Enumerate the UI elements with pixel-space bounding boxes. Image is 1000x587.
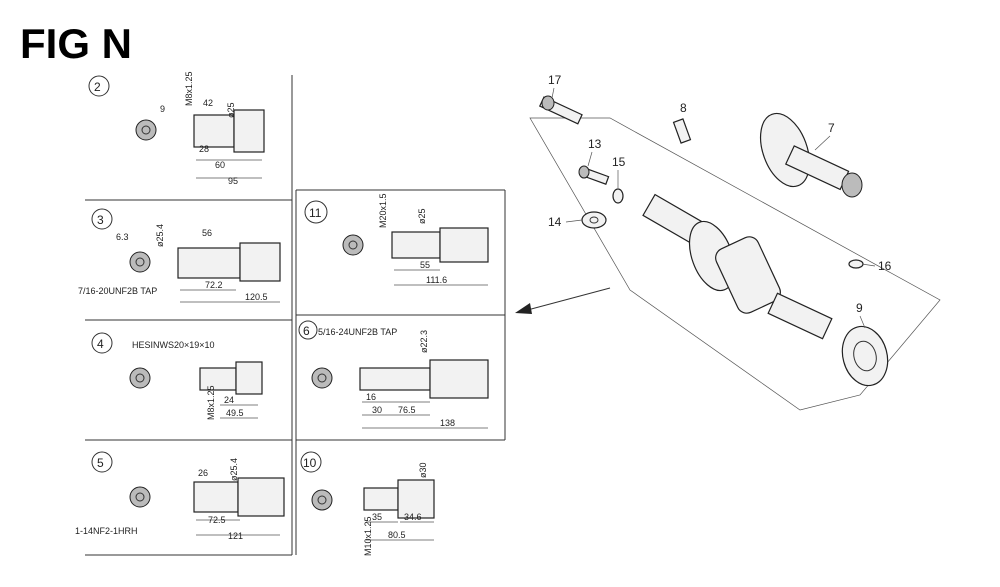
- panel-11-dim-dia: ø25: [417, 208, 427, 224]
- panel-3-dim-dia: ø25.4: [155, 224, 165, 247]
- panel-2-dim-b: 42: [203, 98, 213, 108]
- callout-15: 15: [612, 155, 626, 169]
- panel-11: 11 M20x1.5 ø25 55 111.6: [304, 193, 489, 286]
- callout-7: 7: [828, 121, 835, 135]
- panel-11-label: 11: [309, 206, 322, 220]
- panel-10-dim-c: 80.5: [388, 530, 406, 540]
- panel-6-dim-dia: ø22.3: [419, 330, 429, 353]
- gear-7-illustration: [759, 112, 863, 198]
- callout-13: 13: [588, 137, 602, 151]
- panel-6-dim-a: 16: [366, 392, 376, 402]
- panel-3: 3 6.3 ø25.4 56 72.2 120.5 7/16-20UNF2B T…: [78, 208, 281, 303]
- panel-3-dim-d: 120.5: [245, 292, 268, 302]
- panel-10-dim-b: 34.6: [404, 512, 422, 522]
- washer-14-illustration: [581, 211, 607, 229]
- callout-9: 9: [856, 301, 863, 315]
- panel-10-label: 10: [303, 456, 317, 470]
- panel-5: 5 26 ø25.4 72.5 121 1-14NF2-1HRH: [75, 451, 285, 541]
- panel-2: 2 M8x1.25 9 42 ø25 28 60 95: [88, 71, 265, 186]
- panel-2-dim-thread: M8x1.25: [184, 71, 194, 106]
- panel-6-dim-c: 76.5: [398, 405, 416, 415]
- pin-8-illustration: [672, 118, 692, 144]
- panel-4-note: HESINWS20×19×10: [132, 340, 215, 350]
- panel-10-dim-a: 35: [372, 512, 382, 522]
- panel-2-label: 2: [94, 80, 101, 94]
- panel-4-dim-thread: M8x1.25: [206, 385, 216, 420]
- callout-14: 14: [548, 215, 562, 229]
- panel-6-dim-d: 138: [440, 418, 455, 428]
- panel-6: 6 5/16-24UNF2B TAP ø22.3 16 30 76.5 138: [298, 320, 489, 429]
- panel-2-dim-a: 9: [160, 104, 165, 114]
- panel-5-dim-dia: ø25.4: [229, 458, 239, 481]
- washer-15-illustration: [612, 188, 624, 204]
- exploded-assembly: 17 8 13 15 7 14 16 9: [529, 73, 941, 411]
- panel-3-dim-c: 72.2: [205, 280, 223, 290]
- panel-6-thread: 5/16-24UNF2B TAP: [318, 327, 397, 337]
- pointer-arrow: [515, 287, 611, 314]
- panel-3-dim-a: 6.3: [116, 232, 129, 242]
- panel-5-dim-a: 26: [198, 468, 208, 478]
- panel-4-dim-b: 49.5: [226, 408, 244, 418]
- panel-5-thread: 1-14NF2-1HRH: [75, 526, 138, 536]
- panel-3-dim-b: 56: [202, 228, 212, 238]
- panel-2-dim-c: 28: [199, 144, 209, 154]
- panel-3-label: 3: [97, 213, 104, 227]
- panel-4-label: 4: [97, 337, 104, 351]
- callout-16: 16: [878, 259, 892, 273]
- panel-11-dim-a: 55: [420, 260, 430, 270]
- panel-5-dim-b: 72.5: [208, 515, 226, 525]
- bearing-9-illustration: [841, 325, 889, 387]
- bolt-17-illustration: [538, 95, 583, 125]
- grid-lines: [85, 75, 506, 556]
- crankshaft-illustration: [642, 193, 833, 340]
- panel-11-dim-thread: M20x1.5: [378, 193, 388, 228]
- panel-6-dim-b: 30: [372, 405, 382, 415]
- panel-10-dim-thread: M10x1.25: [363, 516, 373, 556]
- panel-5-label: 5: [97, 456, 104, 470]
- panel-6-label: 6: [303, 324, 310, 338]
- callout-17: 17: [548, 73, 562, 87]
- panel-2-dim-d: 60: [215, 160, 225, 170]
- panel-5-dim-c: 121: [228, 531, 243, 541]
- panel-2-dim-e: 95: [228, 176, 238, 186]
- panel-4: 4 HESINWS20×19×10 M8x1.25 24 49.5: [91, 332, 263, 420]
- panel-4-dim-a: 24: [224, 395, 234, 405]
- panel-2-dim-dia: ø25: [226, 102, 236, 118]
- key-16-illustration: [848, 259, 864, 269]
- figure-title: FIG N: [20, 20, 132, 67]
- panel-10-dim-dia: ø30: [418, 462, 428, 478]
- panel-11-dim-b: 111.6: [426, 275, 447, 285]
- panel-10: 10 ø30 M10x1.25 35 34.6 80.5: [300, 451, 435, 556]
- callout-8: 8: [680, 101, 687, 115]
- panel-3-thread: 7/16-20UNF2B TAP: [78, 286, 157, 296]
